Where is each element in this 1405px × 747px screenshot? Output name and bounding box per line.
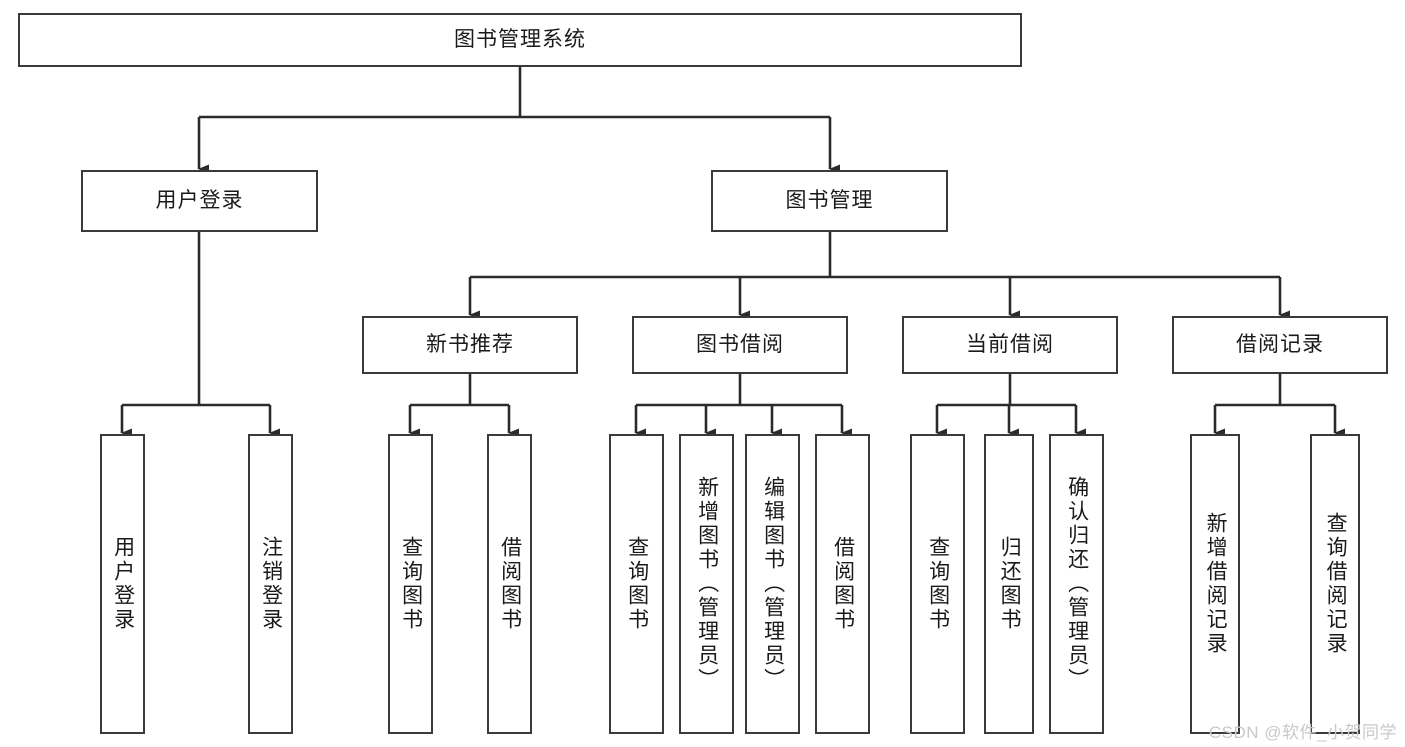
node-label: 用户登录 [111,536,135,632]
node-bookmgmt[interactable]: 图书管理 [711,170,948,232]
node-l-query1[interactable]: 查询图书 [388,434,433,734]
node-l-edit[interactable]: 编辑图书（管理员） [745,434,800,734]
node-label: 图书管理 [785,188,874,212]
watermark-text: CSDN @软件_小贺同学 [1208,723,1397,742]
node-label: 借阅图书 [831,536,855,632]
node-l-borrow1[interactable]: 借阅图书 [487,434,532,734]
node-l-login[interactable]: 用户登录 [100,434,145,734]
node-label: 查询图书 [625,536,649,632]
node-label: 图书管理系统 [454,27,586,51]
node-borrow[interactable]: 图书借阅 [632,316,848,374]
node-l-borrow2[interactable]: 借阅图书 [815,434,870,734]
node-label: 注销登录 [259,536,283,632]
node-label: 借阅图书 [498,536,522,632]
node-l-logout[interactable]: 注销登录 [248,434,293,734]
node-l-query2[interactable]: 查询图书 [609,434,664,734]
node-label: 当前借阅 [966,332,1054,356]
node-label: 新增借阅记录 [1204,512,1228,656]
node-label: 用户登录 [155,188,244,212]
node-label: 编辑图书（管理员） [761,476,785,692]
node-l-query3[interactable]: 查询图书 [910,434,965,734]
node-label: 查询图书 [926,536,950,632]
node-newbook[interactable]: 新书推荐 [362,316,578,374]
node-l-add[interactable]: 新增图书（管理员） [679,434,734,734]
node-label: 查询借阅记录 [1324,512,1348,656]
node-label: 新增图书（管理员） [695,476,719,692]
node-l-queryrec[interactable]: 查询借阅记录 [1310,434,1360,734]
node-l-return[interactable]: 归还图书 [984,434,1034,734]
node-l-addrec[interactable]: 新增借阅记录 [1190,434,1240,734]
node-label: 借阅记录 [1236,332,1324,356]
node-login[interactable]: 用户登录 [81,170,318,232]
node-label: 图书借阅 [696,332,784,356]
node-current[interactable]: 当前借阅 [902,316,1118,374]
node-label: 确认归还（管理员） [1065,476,1089,692]
node-l-confirm[interactable]: 确认归还（管理员） [1049,434,1104,734]
node-root[interactable]: 图书管理系统 [18,13,1022,67]
node-label: 归还图书 [998,536,1022,632]
node-records[interactable]: 借阅记录 [1172,316,1388,374]
node-label: 新书推荐 [426,332,514,356]
node-label: 查询图书 [399,536,423,632]
